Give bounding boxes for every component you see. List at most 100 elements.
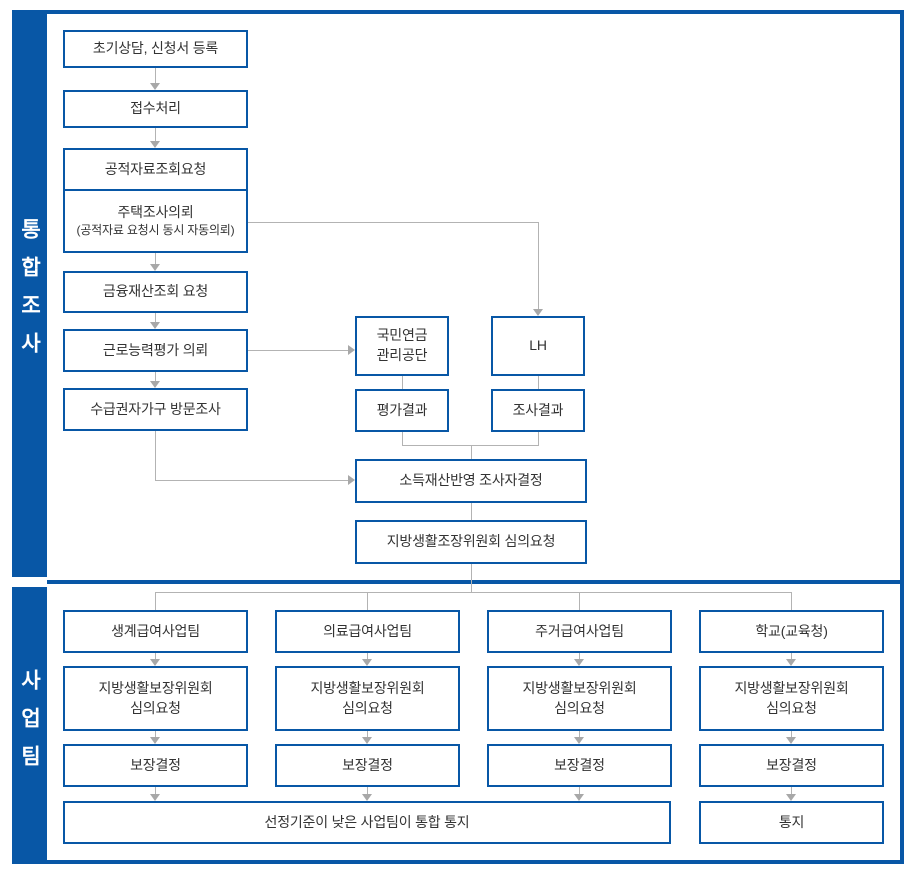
- step-housing-request-line2: (공적자료 요청시 동시 자동의뢰): [76, 223, 235, 238]
- agency-lh: LH: [491, 316, 585, 376]
- decision-c1: 보장결정: [63, 744, 248, 787]
- committee-c2-line2: 심의요청: [342, 699, 393, 716]
- arrowhead-c2-decision-to-notice: [362, 794, 372, 801]
- connector-merge-to-income: [471, 445, 472, 459]
- decision-c2: 보장결정: [275, 744, 460, 787]
- decision-c3-label: 보장결정: [554, 756, 605, 773]
- arrowhead-c4-team-to-committee: [786, 659, 796, 666]
- arrowhead-c3-committee-to-decision: [574, 737, 584, 744]
- connector-evaluation-down: [402, 432, 403, 445]
- committee-request-top: 지방생활조장위원회 심의요청: [355, 520, 587, 564]
- arrowhead-c3-team-to-committee: [574, 659, 584, 666]
- step-financial-inquiry: 금융재산조회 요청: [63, 271, 248, 313]
- section-bar-business: 사업팀: [12, 587, 47, 864]
- connector-committee-to-branch: [471, 564, 472, 592]
- frame-bottom-border: [47, 860, 904, 864]
- committee-c2: 지방생활보장위원회 심의요청: [275, 666, 460, 731]
- step-initial-consult-label: 초기상담, 신청서 등록: [92, 40, 219, 57]
- arrowhead-initial-to-receipt: [150, 83, 160, 90]
- notice-box: 통지: [699, 801, 884, 844]
- frame-section-divider: [47, 580, 904, 584]
- arrow-line-financial-to-workability: [155, 313, 156, 322]
- decision-c3: 보장결정: [487, 744, 672, 787]
- connector-survey-down: [538, 432, 539, 445]
- team-medical-label: 의료급여사업팀: [323, 622, 412, 639]
- decision-c4: 보장결정: [699, 744, 884, 787]
- income-decision-label: 소득재산반영 조사자결정: [399, 472, 543, 489]
- step-household-visit-label: 수급권자가구 방문조사: [90, 400, 221, 417]
- connector-pension-to-evaluation: [402, 376, 403, 389]
- connector-workability-to-pension: [248, 350, 348, 351]
- committee-c1-line2: 심의요청: [130, 699, 181, 716]
- arrowhead-c4-decision-to-notice: [786, 794, 796, 801]
- committee-c3-line2: 심의요청: [554, 699, 605, 716]
- arrow-line-c4-team-to-committee: [791, 653, 792, 659]
- arrow-line-housing-to-financial: [155, 253, 156, 264]
- agency-pension-line1: 국민연금: [376, 327, 428, 344]
- arrowhead-workability-to-visit: [150, 381, 160, 388]
- section-bar-integrated: 통합조사: [12, 10, 47, 577]
- arrow-line-c4-decision-to-notice: [791, 787, 792, 794]
- committee-c1: 지방생활보장위원회 심의요청: [63, 666, 248, 731]
- connector-visit-to-income: [155, 480, 348, 481]
- committee-c3: 지방생활보장위원회 심의요청: [487, 666, 672, 731]
- agency-pension-line2: 관리공단: [376, 347, 428, 363]
- result-survey: 조사결과: [491, 389, 585, 432]
- team-medical: 의료급여사업팀: [275, 610, 460, 653]
- committee-c3-line1: 지방생활보장위원회: [522, 679, 637, 696]
- arrow-line-c2-committee-to-decision: [367, 731, 368, 737]
- arrowhead-c1-team-to-committee: [150, 659, 160, 666]
- team-school: 학교(교육청): [699, 610, 884, 653]
- step-housing-request: 주택조사의뢰 (공적자료 요청시 동시 자동의뢰): [63, 189, 248, 253]
- step-household-visit: 수급권자가구 방문조사: [63, 388, 248, 431]
- committee-request-top-label: 지방생활조장위원회 심의요청: [386, 533, 556, 550]
- section-label-integrated: 통합조사: [18, 217, 41, 370]
- connector-lh-to-survey: [538, 376, 539, 389]
- team-livelihood-label: 생계급여사업팀: [111, 622, 200, 639]
- arrow-line-workability-to-visit: [155, 372, 156, 381]
- arrow-line-initial-to-receipt: [155, 68, 156, 83]
- connector-income-to-committee: [471, 503, 472, 520]
- decision-c4-label: 보장결정: [766, 756, 817, 773]
- committee-c4-line2: 심의요청: [766, 699, 817, 716]
- section-label-business: 사업팀: [18, 668, 41, 783]
- arrow-line-receipt-to-publicdata: [155, 128, 156, 141]
- result-survey-label: 조사결과: [512, 401, 564, 418]
- step-work-ability-request: 근로능력평가 의뢰: [63, 329, 248, 372]
- team-housing-label: 주거급여사업팀: [535, 622, 624, 639]
- arrow-line-c3-decision-to-notice: [579, 787, 580, 794]
- branch-drop-col3: [579, 592, 580, 610]
- step-public-data-request-label: 공적자료조회요청: [104, 160, 207, 177]
- arrowhead-into-lh: [533, 309, 543, 316]
- arrowhead-into-pension: [348, 345, 355, 355]
- frame-right-border: [900, 10, 904, 864]
- team-livelihood: 생계급여사업팀: [63, 610, 248, 653]
- agency-pension: 국민연금 관리공단: [355, 316, 449, 376]
- committee-c2-line1: 지방생활보장위원회: [310, 679, 425, 696]
- frame-top-border: [47, 10, 904, 14]
- committee-c4: 지방생활보장위원회 심의요청: [699, 666, 884, 731]
- arrow-line-c1-team-to-committee: [155, 653, 156, 659]
- joint-notice-label: 선정기준이 낮은 사업팀이 통합 통지: [264, 813, 470, 830]
- result-evaluation: 평가결과: [355, 389, 449, 432]
- connector-results-merge: [402, 445, 539, 446]
- result-evaluation-label: 평가결과: [376, 401, 428, 418]
- income-decision: 소득재산반영 조사자결정: [355, 459, 587, 503]
- branch-drop-col1: [155, 592, 156, 610]
- team-school-label: 학교(교육청): [755, 622, 828, 639]
- arrowhead-into-income: [348, 475, 355, 485]
- step-receipt: 접수처리: [63, 90, 248, 128]
- decision-c1-label: 보장결정: [130, 756, 181, 773]
- arrow-line-c2-decision-to-notice: [367, 787, 368, 794]
- arrowhead-c1-committee-to-decision: [150, 737, 160, 744]
- branch-horizontal: [155, 592, 791, 593]
- arrow-line-c1-decision-to-notice: [155, 787, 156, 794]
- arrowhead-c2-committee-to-decision: [362, 737, 372, 744]
- branch-drop-col4: [791, 592, 792, 610]
- arrow-line-c3-team-to-committee: [579, 653, 580, 659]
- arrowhead-housing-to-financial: [150, 264, 160, 271]
- connector-visit-down: [155, 431, 156, 480]
- arrowhead-c4-committee-to-decision: [786, 737, 796, 744]
- step-work-ability-request-label: 근로능력평가 의뢰: [102, 341, 209, 358]
